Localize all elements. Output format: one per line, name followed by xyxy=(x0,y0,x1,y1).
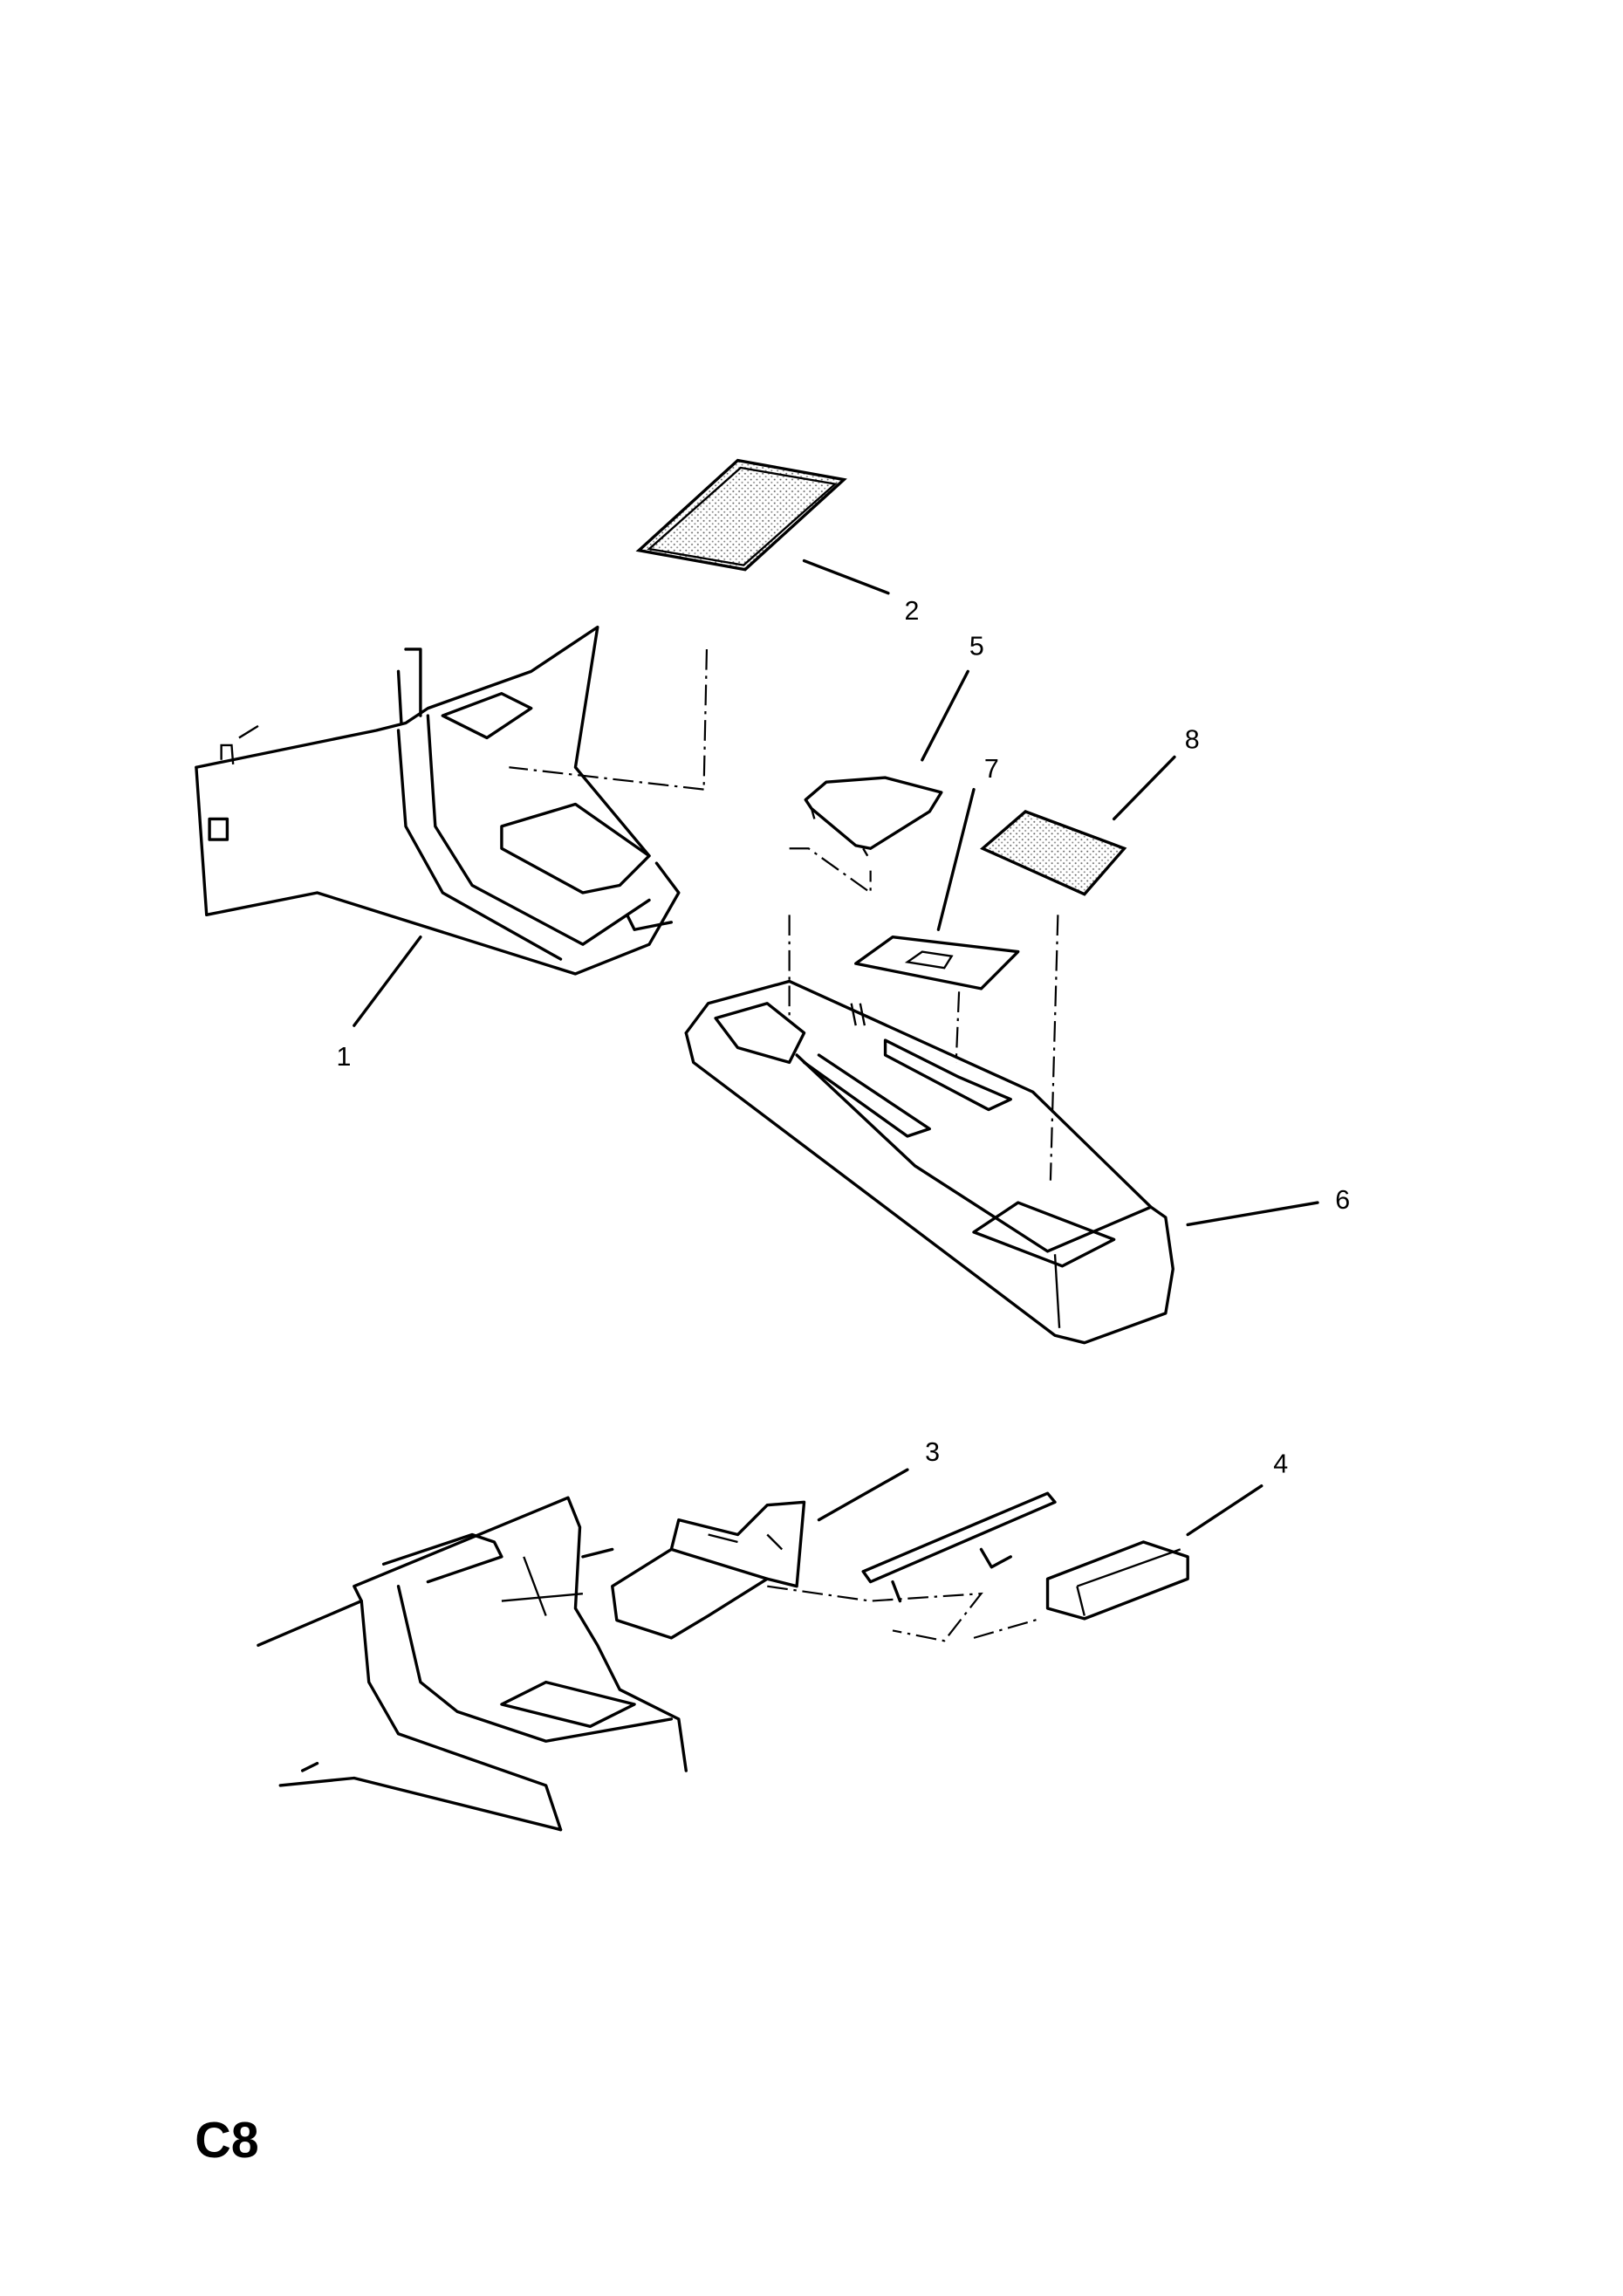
callout-4: 4 xyxy=(1273,1449,1288,1478)
leader-lines xyxy=(353,559,1319,1537)
callout-8: 8 xyxy=(1185,724,1200,754)
part-7-tray xyxy=(854,936,1020,990)
part-5-lid xyxy=(804,776,943,857)
part-rail xyxy=(861,1491,1057,1603)
callout-1: 1 xyxy=(337,1042,352,1072)
callout-7: 7 xyxy=(984,754,999,784)
callout-5: 5 xyxy=(969,632,984,661)
part-1-front-console xyxy=(195,625,681,976)
part-6-rear-console xyxy=(684,979,1174,1345)
part-2-mat xyxy=(635,458,847,572)
part-8-insert xyxy=(980,810,1127,896)
callout-6: 6 xyxy=(1335,1185,1350,1215)
lower-console-context xyxy=(257,1496,688,1832)
part-4-box xyxy=(1045,1540,1189,1621)
callout-2: 2 xyxy=(905,596,920,626)
callout-3: 3 xyxy=(925,1437,940,1467)
part-3-bracket xyxy=(611,1500,806,1640)
page-code: C8 xyxy=(195,2113,258,2169)
